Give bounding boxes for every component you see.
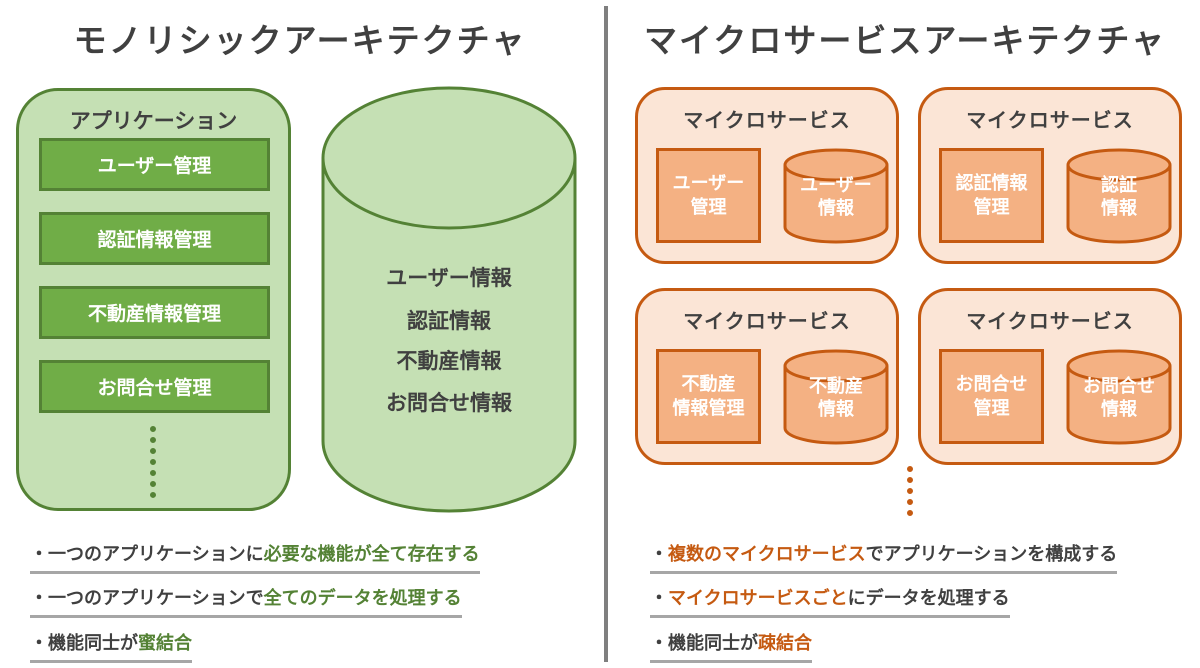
bullet-text-segment: 必要な機能が全て存在する	[263, 544, 480, 565]
application-label: アプリケーション	[69, 109, 238, 133]
service-function-box: ユーザー 管理	[656, 148, 761, 243]
microservice-label: マイクロサービス	[966, 309, 1134, 333]
monolith-bullet: ・一つのアプリケーションに必要な機能が全て存在する	[30, 540, 480, 574]
ellipsis-dots	[907, 466, 913, 516]
divider	[604, 6, 608, 662]
underline	[650, 571, 1118, 574]
db-item: 認証情報	[407, 309, 491, 333]
microservice-box: マイクロサービス お問合せ 管理 お問合せ 情報	[918, 288, 1182, 465]
microservice-label: マイクロサービス	[966, 108, 1134, 132]
bullet-text-segment: ・	[650, 588, 668, 609]
application-box: アプリケーション ユーザー管理 認証情報管理 不動産情報管理 お問合せ管理	[16, 88, 291, 511]
service-db-label: 不動産 情報	[809, 376, 863, 421]
service-function-box: 不動産 情報管理	[656, 349, 761, 444]
bullet-text-segment: ・機能同士が	[30, 633, 138, 654]
function-box: 不動産情報管理	[39, 286, 270, 339]
db-item: お問合せ情報	[386, 391, 512, 415]
underline	[30, 660, 192, 663]
bullet-text-segment: 複数のマイクロサービス	[668, 544, 866, 565]
microservice-box: マイクロサービス 認証情報 管理 認証 情報	[918, 87, 1182, 264]
service-db-label: 認証 情報	[1101, 175, 1137, 220]
service-db-label: ユーザー 情報	[800, 175, 872, 220]
function-box: お問合せ管理	[39, 360, 270, 413]
underline	[650, 615, 1010, 618]
microservices-bullet: ・マイクロサービスごとにデータを処理する	[650, 584, 1010, 618]
monolith-bullet: ・一つのアプリケーションで全てのデータを処理する	[30, 584, 462, 618]
bullet-text-segment: 全てのデータを処理する	[263, 588, 462, 609]
bullet-text-segment: 蜜結合	[138, 633, 192, 654]
microservice-box: マイクロサービス 不動産 情報管理 不動産 情報	[635, 288, 899, 465]
service-db-label: お問合せ 情報	[1083, 376, 1155, 421]
bullet-text-segment: ・一つのアプリケーションに	[30, 544, 264, 565]
function-box: ユーザー管理	[39, 138, 270, 191]
service-database-cylinder	[783, 349, 889, 445]
bullet-text-segment: ・機能同士が	[650, 633, 758, 654]
bullet-text-segment: ・一つのアプリケーションで	[30, 588, 264, 609]
monolith-title: モノリシックアーキテクチャ	[73, 21, 527, 60]
database-cylinder: ユーザー情報 認証情報 不動産情報 お問合せ情報	[321, 86, 577, 513]
function-box: 認証情報管理	[39, 212, 270, 265]
service-function-box: お問合せ 管理	[939, 349, 1044, 444]
bullet-text-segment: 疎結合	[758, 633, 812, 654]
microservices-bullet: ・複数のマイクロサービスでアプリケーションを構成する	[650, 540, 1118, 574]
service-function-box: 認証情報 管理	[939, 148, 1044, 243]
bullet-text-segment: にデータを処理する	[847, 588, 1010, 609]
microservice-label: マイクロサービス	[683, 108, 851, 132]
microservice-label: マイクロサービス	[683, 309, 851, 333]
service-database-cylinder	[1066, 148, 1172, 244]
underline	[650, 660, 812, 663]
microservices-title: マイクロサービスアーキテクチャ	[643, 21, 1167, 60]
ellipsis-dots	[150, 426, 156, 498]
underline	[30, 615, 462, 618]
underline	[30, 571, 480, 574]
bullet-text-segment: でアプリケーションを構成する	[865, 544, 1118, 565]
bullet-text-segment: マイクロサービスごと	[668, 588, 848, 609]
service-database-cylinder	[783, 148, 889, 244]
bullet-text-segment: ・	[650, 544, 668, 565]
db-item: ユーザー情報	[386, 266, 512, 290]
db-item: 不動産情報	[396, 349, 502, 373]
microservices-bullet: ・機能同士が疎結合	[650, 629, 812, 663]
microservice-box: マイクロサービス ユーザー 管理 ユーザー 情報	[635, 87, 899, 264]
monolith-bullet: ・機能同士が蜜結合	[30, 629, 192, 663]
service-database-cylinder	[1066, 349, 1172, 445]
